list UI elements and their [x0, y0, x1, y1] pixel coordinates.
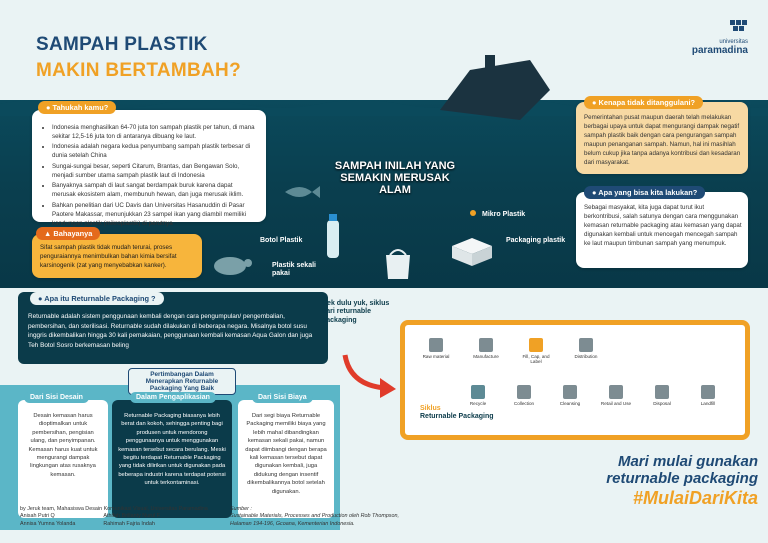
label-sekali-pakai: Plastik sekali pakai [272, 262, 316, 278]
factory-icon [479, 338, 493, 352]
center-title: SAMPAH INILAH YANG SEMAKIN MERUSAK ALAM [334, 160, 456, 197]
bottles-icon [529, 338, 543, 352]
disposal-icon [655, 385, 669, 399]
sources-label: Sumber : [230, 506, 252, 512]
application-heading: Dalam Pengaplikasian [130, 392, 216, 403]
slogan-line1: Mari mulai gunakan [617, 453, 758, 470]
retail-icon [609, 385, 623, 399]
sources-line1: Sustainable Materials, Processes and Pro… [230, 513, 399, 520]
apa-card: Sebagai masyakat, kita juga dapat turut … [576, 192, 748, 268]
application-text: Returnable Packaging biasanya lebih bera… [118, 413, 226, 487]
returnable-text: Returnable adalah sistem penggunaan kemb… [28, 313, 313, 349]
label-packaging: Packaging plastik [506, 237, 566, 244]
slogan: Mari mulai gunakan returnable packaging … [498, 453, 758, 508]
logo-small-text: universitas [719, 39, 748, 45]
cycle-bottom-row: Recycle Collection Cleansing Retail and … [460, 385, 726, 406]
design-text: Desain kemasan harus dioptimalkan untuk … [28, 413, 98, 478]
bahaya-card: Sifat sampah plastik tidak mudah terurai… [32, 234, 202, 278]
turtle-icon [214, 257, 252, 275]
fact-item: Indonesia menghasilkan 64-70 juta ton sa… [52, 124, 258, 142]
cycle-step: Fill, Cap, and Label [518, 338, 554, 364]
design-heading: Dari Sisi Desain [24, 392, 89, 403]
cycle-step: Retail and Use [598, 385, 634, 406]
collection-icon [517, 385, 531, 399]
design-column: Desain kemasan harus dioptimalkan untuk … [18, 400, 108, 518]
logo-name: paramadina [691, 45, 748, 56]
slogan-hashtag: #MulaiDariKita [632, 487, 758, 508]
label-botol: Botol Plastik [260, 237, 303, 244]
cycle-cta: Cek dulu yuk, siklus dari returnable pac… [322, 300, 390, 324]
cost-column: Dari segi biaya Returnable Packaging mem… [238, 400, 334, 518]
cycle-step: Collection [506, 385, 542, 406]
credit-name: Athifah Brillanty Nurul F [103, 513, 160, 520]
credits-line: by Jeruk team, Mahasiswa Desain Komunika… [20, 506, 208, 512]
cycle-step: Landfill [690, 385, 726, 406]
landfill-icon [701, 385, 715, 399]
bahaya-tag: ▲ Bahayanya [36, 227, 101, 240]
university-logo: universitas paramadina [676, 18, 748, 56]
kenapa-text: Pemerintahan pusat maupun daerah telah m… [584, 114, 741, 166]
tahukah-tag-label: Tahukah kamu? [52, 103, 109, 112]
cycle-label-rest: Returnable Packaging [420, 412, 494, 420]
returnable-box: Returnable adalah sistem penggunaan kemb… [18, 292, 328, 364]
sky-background [0, 0, 768, 110]
cycle-diagram [400, 320, 750, 440]
kenapa-tag-label: Kenapa tidak ditanggulani? [598, 98, 696, 107]
cycle-step: Disposal [644, 385, 680, 406]
cleansing-icon [563, 385, 577, 399]
slogan-line2: returnable packaging [606, 470, 758, 488]
arrow-icon [342, 354, 396, 398]
recycle-icon [471, 385, 485, 399]
truck-icon [579, 338, 593, 352]
plastic-bag-icon [386, 249, 410, 279]
consideration-heading: Pertimbangan Dalam Menerapkan Returnable… [128, 368, 236, 395]
cycle-label-word: Siklus [420, 405, 441, 412]
kenapa-tag: ● Kenapa tidak ditanggulani? [584, 96, 704, 109]
cost-text: Dari segi biaya Returnable Packaging mem… [245, 413, 327, 495]
sinking-ship-icon [440, 55, 550, 120]
credit-name: Annisa Yumna Yolanda [20, 520, 76, 527]
label-mikro: Mikro Plastik [482, 211, 526, 218]
fact-item: Banyaknya sampah di laut sangat berdampa… [52, 182, 258, 200]
kenapa-card: Pemerintahan pusat maupun daerah telah m… [576, 102, 748, 174]
returnable-tag-label: Apa itu Returnable Packaging ? [44, 294, 156, 303]
facts-list: Indonesia menghasilkan 64-70 juta ton sa… [42, 124, 258, 229]
raw-material-icon [429, 338, 443, 352]
fish-icon [285, 186, 320, 198]
cycle-top-row: Raw material Manufacture Fill, Cap, and … [418, 338, 604, 364]
apa-tag-label: Apa yang bisa kita lakukan? [598, 188, 698, 197]
page-title-line1: SAMPAH PLASTIK [36, 34, 208, 55]
bahaya-tag-label: Bahayanya [53, 229, 93, 238]
fact-item: Bahkan penelitian dari UC Davis dan Univ… [52, 202, 258, 229]
credits: by Jeruk team, Mahasiswa Desain Komunika… [20, 506, 208, 528]
credit-name: Anisah Putri Q [20, 513, 55, 520]
sources: Sumber : Sustainable Materials, Processe… [230, 506, 399, 528]
credit-name: Rahimah Fajria Indah [103, 520, 155, 527]
sources-line2: Halaman 194-196, Gcoana, Kementerian Ind… [230, 520, 355, 527]
bottle-icon [327, 214, 339, 258]
returnable-tag: ● Apa itu Returnable Packaging ? [30, 292, 164, 305]
microplastic-dot [470, 210, 476, 216]
cost-heading: Dari Sisi Biaya [252, 392, 313, 403]
cycle-step: Raw material [418, 338, 454, 364]
apa-text: Sebagai masyakat, kita juga dapat turut … [584, 204, 742, 247]
tahukah-tag: ● Tahukah kamu? [38, 101, 117, 114]
logo-mark-icon [730, 20, 747, 31]
page-title-line2: MAKIN BERTAMBAH? [36, 60, 241, 81]
fact-item: Indonesia adalah negara kedua penyumbang… [52, 143, 258, 161]
cycle-step: Manufacture [468, 338, 504, 364]
cycle-step: Cleansing [552, 385, 588, 406]
fact-item: Sungai-sungai besar, seperti Citarum, Br… [52, 163, 258, 181]
apa-tag: ● Apa yang bisa kita lakukan? [584, 186, 706, 199]
packaging-box-icon [452, 238, 492, 266]
application-column: Returnable Packaging biasanya lebih bera… [112, 400, 232, 518]
cycle-step: Distribution [568, 338, 604, 364]
bahaya-text: Sifat sampah plastik tidak mudah terurai… [40, 244, 177, 269]
cycle-step: Recycle [460, 385, 496, 406]
tahukah-card: Indonesia menghasilkan 64-70 juta ton sa… [32, 110, 266, 227]
